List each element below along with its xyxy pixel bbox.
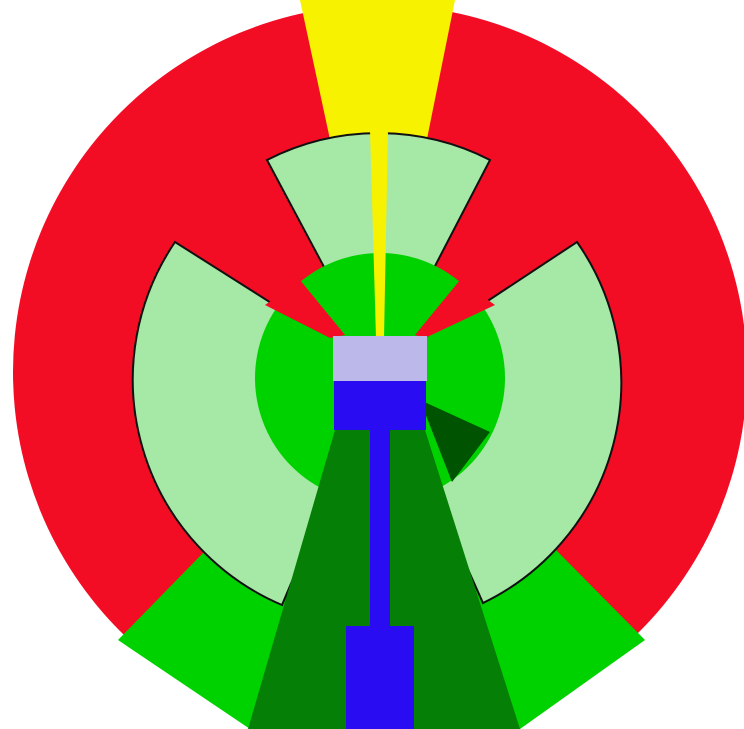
lavender-block xyxy=(333,336,427,381)
blue-bottom-block-top xyxy=(346,626,414,632)
blue-upper-block xyxy=(334,381,426,430)
blue-bottom-block xyxy=(346,630,414,729)
blue-stem xyxy=(370,430,390,630)
